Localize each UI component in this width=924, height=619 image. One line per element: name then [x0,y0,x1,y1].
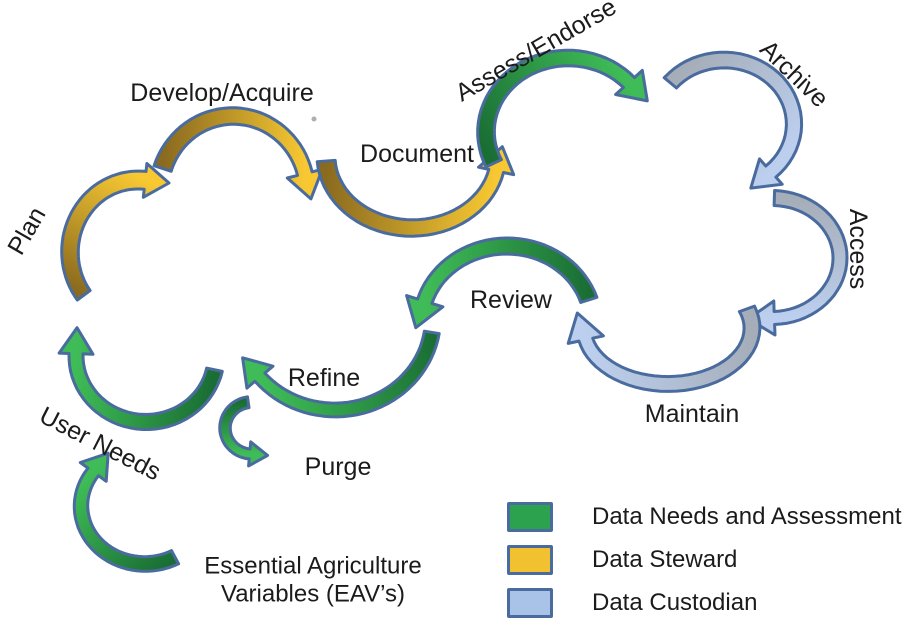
legend-item-data-custodian: Data Custodian [507,588,902,618]
plan-arrow [60,162,171,302]
legend-item-data-steward: Data Steward [507,545,902,575]
legend-item-data-needs: Data Needs and Assessment [507,502,902,532]
eav-arrow [72,451,181,573]
access-arrow [746,189,849,337]
legend-swatch-data-custodian [507,588,553,618]
legend-swatch-data-needs [507,502,553,532]
legend-label-data-needs: Data Needs and Assessment [592,503,902,530]
legend-swatch-data-steward [507,545,553,575]
maintain-arrow [566,304,762,393]
legend-label-data-steward: Data Steward [592,546,738,573]
assess-endorse-arrow [476,48,649,169]
legend-label-data-custodian: Data Custodian [592,589,758,616]
refine-arrow [241,329,441,419]
speck-dot [311,116,317,122]
review-arrow [405,236,599,330]
legend: Data Needs and Assessment Data Steward D… [507,502,902,618]
archive-arrow [662,50,804,190]
develop-acquire-arrow [152,106,324,201]
user-needs-arrow [57,326,224,431]
purge-arrow [218,395,270,468]
